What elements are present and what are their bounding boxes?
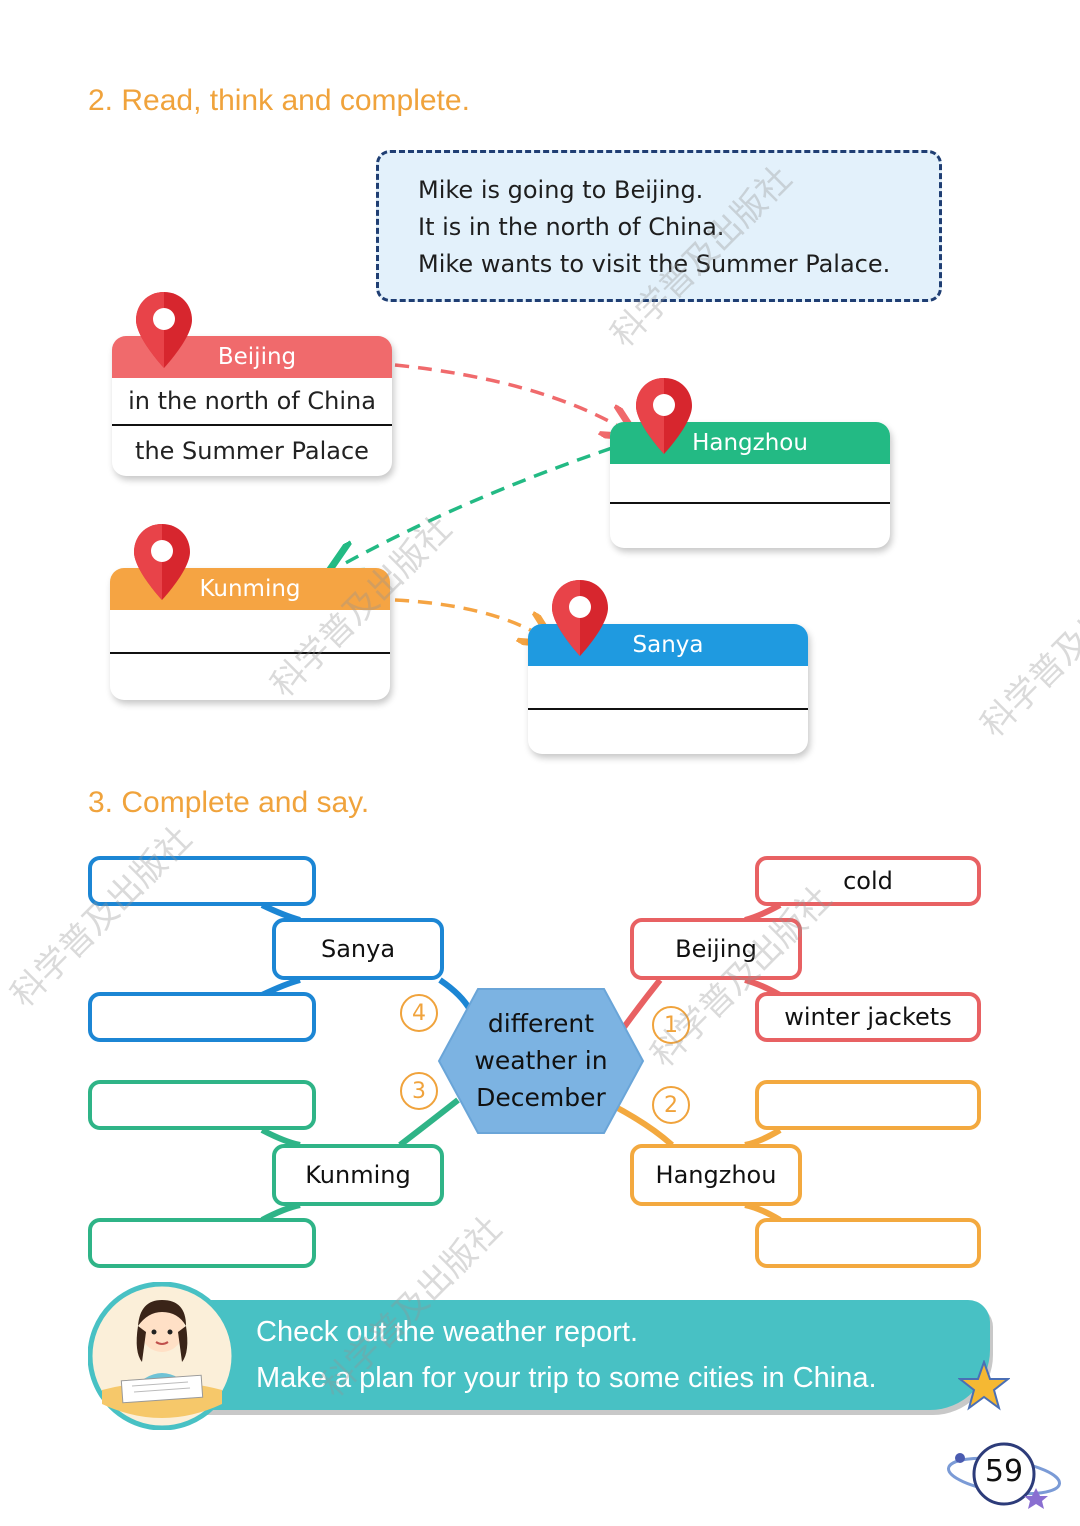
sanya-bottom-blank[interactable] <box>88 992 316 1042</box>
mindmap-city-kunming: Kunming <box>272 1144 444 1206</box>
page-number: 59 <box>984 1454 1024 1489</box>
card-kunming-city: Kunming <box>199 576 301 602</box>
girl-writing-avatar <box>88 1282 236 1430</box>
card-beijing: Beijing in the north of China the Summer… <box>112 336 392 476</box>
card-hangzhou-blank-1[interactable] <box>610 464 890 502</box>
tip-banner <box>190 1300 990 1410</box>
mindmap-city-hangzhou: Hangzhou <box>630 1144 802 1206</box>
card-beijing-location: in the north of China <box>128 387 376 415</box>
arrow-beijing-hangzhou <box>394 363 625 430</box>
mindmap-city-sanya: Sanya <box>272 918 444 980</box>
beijing-bottom-answer: winter jackets <box>755 992 981 1042</box>
center-topic-line-3: December <box>476 1083 606 1112</box>
example-line-1: Mike is going to Beijing. <box>418 176 704 204</box>
center-topic-line-2: weather in <box>474 1046 608 1075</box>
kunming-bottom-blank[interactable] <box>88 1218 316 1268</box>
center-topic: different weather in December <box>436 1005 646 1116</box>
card-sanya-blank-1[interactable] <box>528 666 808 708</box>
number-circle-4: 4 <box>400 994 438 1032</box>
card-kunming-blank-2[interactable] <box>110 652 390 700</box>
center-hexagon <box>437 988 645 1134</box>
section2-heading: 2. Read, think and complete. <box>88 84 470 117</box>
map-pin-icon <box>636 378 692 454</box>
arrow-kunming-sanya <box>394 598 543 637</box>
arrow-hangzhou-kunming <box>340 446 613 566</box>
map-pin-icon <box>552 580 608 656</box>
hangzhou-bottom-blank[interactable] <box>755 1218 981 1268</box>
map-pin-icon <box>134 524 190 600</box>
center-topic-line-1: different <box>487 1009 595 1038</box>
card-sanya-blank-2[interactable] <box>528 708 808 754</box>
card-beijing-city: Beijing <box>217 344 297 370</box>
tip-line-1: Check out the weather report. <box>256 1316 639 1348</box>
mindmap-city-beijing: Beijing <box>630 918 802 980</box>
card-hangzhou-blank-2[interactable] <box>610 502 890 548</box>
star-icon <box>958 1360 1010 1411</box>
example-line-2: It is in the north of China. <box>418 213 725 241</box>
card-beijing-place: the Summer Palace <box>112 424 392 476</box>
number-circle-2: 2 <box>652 1086 690 1124</box>
card-sanya-city: Sanya <box>632 632 704 658</box>
section3-heading: 3. Complete and say. <box>88 786 370 819</box>
card-hangzhou-city: Hangzhou <box>692 430 808 456</box>
example-line-3: Mike wants to visit the Summer Palace. <box>418 250 891 278</box>
beijing-top-answer: cold <box>755 856 981 906</box>
example-box <box>376 150 942 302</box>
sanya-top-blank[interactable] <box>88 856 316 906</box>
number-circle-1: 1 <box>652 1006 690 1044</box>
number-circle-3: 3 <box>400 1072 438 1110</box>
tip-line-2: Make a plan for your trip to some cities… <box>256 1362 877 1394</box>
page-number-badge <box>947 1442 1061 1509</box>
hangzhou-top-blank[interactable] <box>755 1080 981 1130</box>
map-pin-icon <box>136 292 192 368</box>
kunming-top-blank[interactable] <box>88 1080 316 1130</box>
